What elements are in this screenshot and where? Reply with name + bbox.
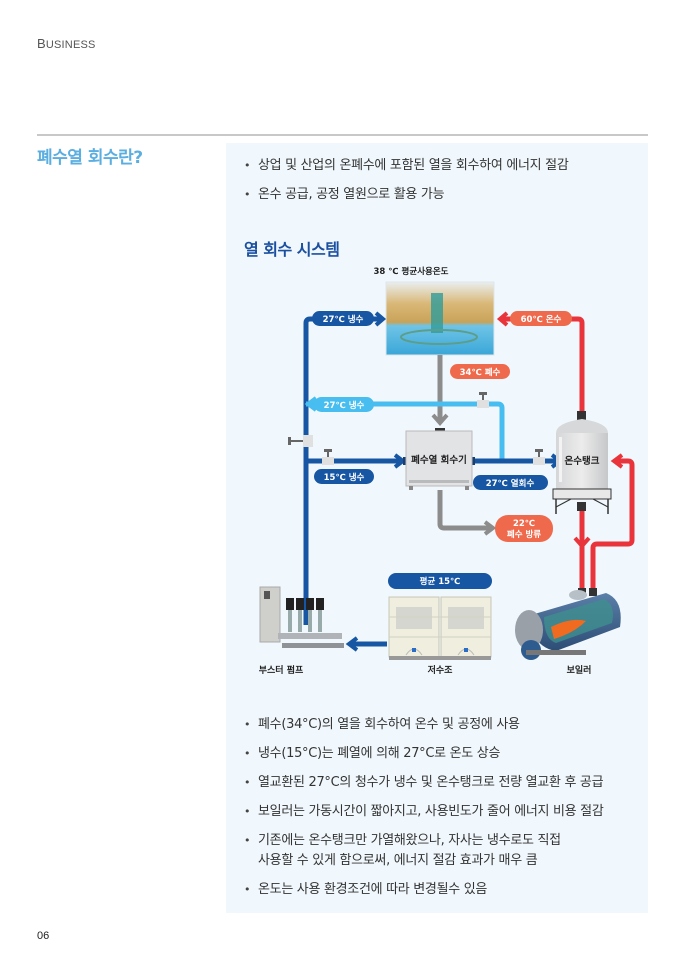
- hot-water-pipe: [501, 316, 585, 415]
- recovery-unit-label: 폐수열 회수기: [411, 454, 467, 466]
- arrow-left-icon: [610, 453, 624, 469]
- detail-bullet: 온도는 사용 환경조건에 따라 변경될수 있음: [244, 880, 603, 900]
- reservoir-tank-image: [388, 596, 492, 660]
- label-pill: [495, 515, 553, 542]
- hot-60-label: 60℃ 온수: [521, 315, 562, 325]
- page-number: 06: [37, 930, 50, 942]
- waste-34-label: 34℃ 폐수: [460, 367, 501, 378]
- valve-icon: [288, 435, 313, 447]
- system-title: 열 회수 시스템: [244, 240, 340, 259]
- heat-recovery-27-label: 27℃ 열회수: [486, 478, 535, 489]
- intro-bullet-list: 상업 및 산업의 온폐수에 포함된 열을 회수하여 에너지 절감 온수 공급, …: [244, 156, 569, 214]
- cold-15-label: 15℃ 냉수: [324, 472, 365, 483]
- detail-bullet: 폐수(34°C)의 열을 회수하여 온수 및 공정에 사용: [244, 715, 603, 735]
- detail-bullet: 냉수(15°C)는 폐열에 의해 27°C로 온도 상승: [244, 744, 603, 764]
- label-pill: [312, 311, 374, 326]
- pool-image: [385, 281, 495, 356]
- detail-bullet: 보일러는 가동시간이 짧아지고, 사용빈도가 줄어 에너지 비용 절감: [244, 802, 604, 822]
- cold-27-top-label: 27℃ 냉수: [323, 314, 364, 325]
- page-heading: 폐수열 회수란?: [37, 148, 143, 168]
- booster-pump-label: 부스터 펌프: [259, 664, 304, 676]
- arrow-left-icon: [496, 311, 509, 327]
- intro-bullet: 온수 공급, 공정 열원으로 활용 가능: [244, 185, 569, 205]
- cold-supply-pipe: [303, 316, 381, 625]
- label-pill: [314, 469, 374, 484]
- valve-icon: [477, 392, 489, 408]
- boiler-return-pipe: [590, 458, 635, 590]
- section-label: BUSINESS: [37, 36, 96, 51]
- detail-bullet: 열교환된 27°C의 청수가 냉수 및 온수탱크로 전량 열교환 후 공급: [244, 773, 604, 793]
- reservoir-label: 저수조: [428, 664, 454, 676]
- heat-recovery-unit: 폐수열 회수기: [403, 428, 475, 490]
- section-label-rest: USINESS: [45, 39, 96, 51]
- divider: [37, 134, 648, 136]
- label-pill: [473, 475, 548, 490]
- discharge-label: 폐수 방류: [507, 529, 541, 540]
- recovered-cold-pipe: [306, 401, 505, 462]
- heat-recovery-diagram: 38 ℃ 평균사용온도 27℃ 냉수 60℃ 온수 34℃ 폐수 27℃ 냉수: [259, 266, 635, 676]
- hot-tank-label: 온수탱크: [565, 455, 600, 467]
- arrow-right-icon: [374, 311, 387, 327]
- detail-bullet-list: 폐수(34°C)의 열을 회수하여 온수 및 공정에 사용 냉수(15°C)는 …: [244, 715, 604, 909]
- arrow-left-icon: [345, 636, 359, 652]
- reservoir-avg-label: 평균 15℃: [420, 576, 461, 587]
- valve-icon: [322, 449, 334, 465]
- discharge-pipe: [437, 490, 492, 531]
- label-pill: [510, 311, 572, 326]
- label-pill: [388, 573, 492, 589]
- arrow-left-icon: [304, 396, 318, 412]
- label-pill: [450, 364, 510, 379]
- valve-icon: [533, 449, 545, 465]
- arrow-down-icon: [573, 536, 591, 550]
- intro-bullet: 상업 및 산업의 온폐수에 포함된 열을 회수하여 에너지 절감: [244, 156, 569, 176]
- detail-bullet: 기존에는 온수탱크만 가열해왔으나, 자사는 냉수로도 직접 사용할 수 있게 …: [244, 831, 603, 871]
- hot-water-tank: 온수탱크: [552, 411, 612, 514]
- cold-27-mid-label: 27℃ 냉수: [324, 400, 365, 411]
- boiler-label: 보일러: [567, 664, 592, 676]
- section-label-initial: B: [37, 36, 46, 51]
- discharge-temp-label: 22℃: [513, 519, 535, 529]
- booster-pump-image: [259, 586, 344, 648]
- avg-temp-label: 38 ℃ 평균사용온도: [374, 266, 449, 277]
- boiler-image: [515, 588, 621, 660]
- arrow-right-icon: [483, 520, 497, 536]
- arrow-down-icon: [431, 413, 449, 427]
- label-pill: [314, 397, 374, 412]
